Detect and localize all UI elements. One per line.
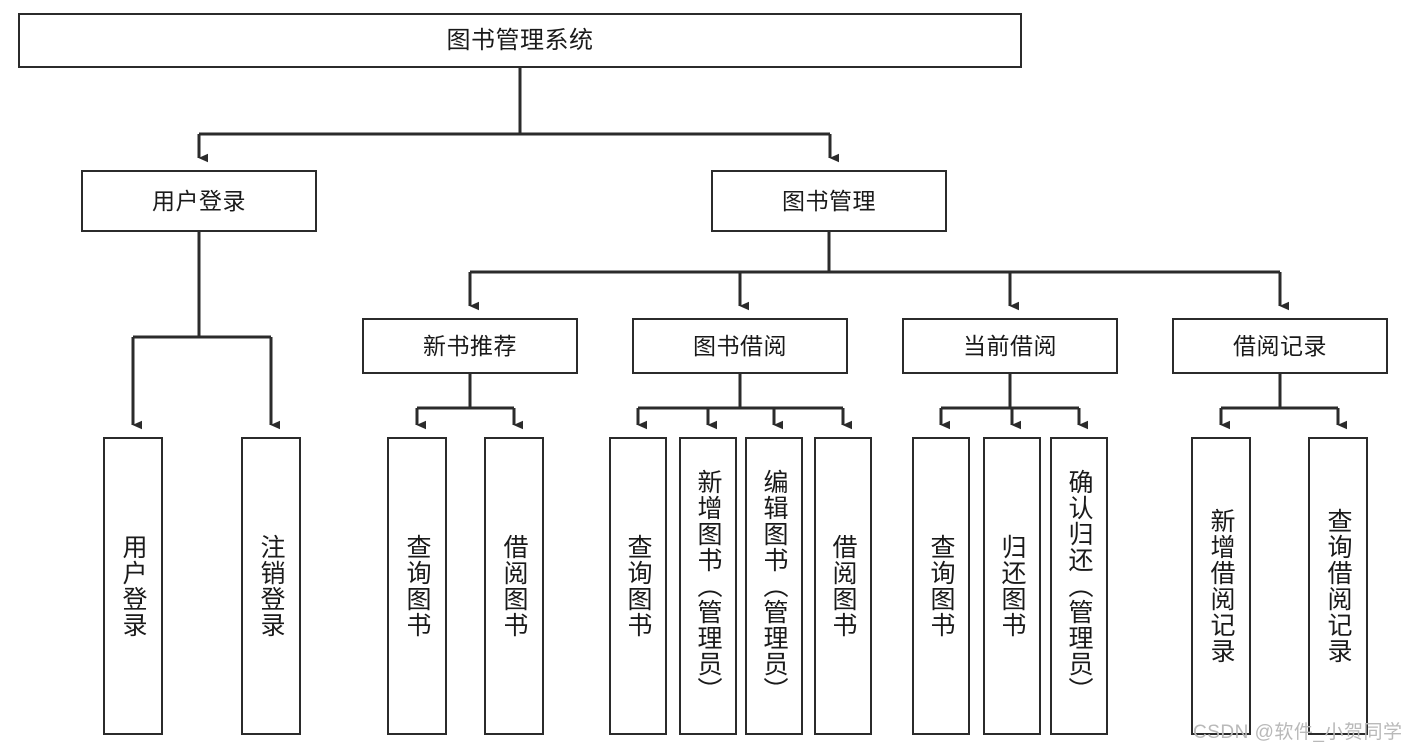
node-label: 图书管理系统 bbox=[446, 26, 594, 54]
node-leaf-query-book-rec[interactable]: 查询图书 bbox=[387, 437, 447, 735]
node-label: 新增借阅记录 bbox=[1207, 508, 1235, 664]
node-label: 用户登录 bbox=[119, 534, 147, 638]
node-label: 借阅图书 bbox=[500, 534, 528, 638]
node-current-borrow[interactable]: 当前借阅 bbox=[902, 318, 1118, 374]
node-new-book-recommend[interactable]: 新书推荐 bbox=[362, 318, 578, 374]
edge-newbook-to-leaves bbox=[415, 374, 523, 430]
node-leaf-add-book-admin[interactable]: 新增图书（管理员） bbox=[679, 437, 737, 735]
node-root-system[interactable]: 图书管理系统 bbox=[18, 13, 1022, 68]
edge-bookmgmt-to-level3 bbox=[468, 232, 1289, 311]
edge-currentborrow-to-leaves bbox=[939, 374, 1088, 430]
node-user-login[interactable]: 用户登录 bbox=[81, 170, 317, 232]
node-label: 借阅记录 bbox=[1233, 332, 1327, 359]
node-label: 当前借阅 bbox=[963, 332, 1057, 359]
node-leaf-edit-book-admin[interactable]: 编辑图书（管理员） bbox=[745, 437, 803, 735]
node-label: 查询借阅记录 bbox=[1324, 508, 1352, 664]
edge-root-to-level2 bbox=[197, 68, 839, 163]
node-book-borrow[interactable]: 图书借阅 bbox=[632, 318, 848, 374]
node-label: 编辑图书（管理员） bbox=[760, 469, 788, 703]
node-label: 确认归还（管理员） bbox=[1065, 469, 1093, 703]
node-label: 用户登录 bbox=[152, 187, 246, 214]
node-label: 归还图书 bbox=[998, 534, 1026, 638]
node-label: 图书借阅 bbox=[693, 332, 787, 359]
node-leaf-query-borrow-record[interactable]: 查询借阅记录 bbox=[1308, 437, 1368, 735]
node-leaf-query-book-current[interactable]: 查询图书 bbox=[912, 437, 970, 735]
edge-borrowrecord-to-leaves bbox=[1219, 374, 1347, 430]
node-book-management[interactable]: 图书管理 bbox=[711, 170, 947, 232]
csdn-watermark: CSDN @软件_小贺同学 bbox=[1193, 722, 1403, 743]
node-leaf-query-book-borrow[interactable]: 查询图书 bbox=[609, 437, 667, 735]
edge-userlogin-to-leaves bbox=[131, 232, 280, 430]
node-leaf-return-book[interactable]: 归还图书 bbox=[983, 437, 1041, 735]
node-label: 借阅图书 bbox=[829, 534, 857, 638]
node-label: 新增图书（管理员） bbox=[694, 469, 722, 703]
node-label: 图书管理 bbox=[782, 187, 876, 214]
node-label: 查询图书 bbox=[927, 534, 955, 638]
node-leaf-borrow-book-rec[interactable]: 借阅图书 bbox=[484, 437, 544, 735]
node-leaf-confirm-return-admin[interactable]: 确认归还（管理员） bbox=[1050, 437, 1108, 735]
node-borrow-record[interactable]: 借阅记录 bbox=[1172, 318, 1388, 374]
node-leaf-add-borrow-record[interactable]: 新增借阅记录 bbox=[1191, 437, 1251, 735]
edge-bookborrow-to-leaves bbox=[636, 374, 852, 430]
node-label: 查询图书 bbox=[624, 534, 652, 638]
node-leaf-user-login[interactable]: 用户登录 bbox=[103, 437, 163, 735]
node-label: 注销登录 bbox=[257, 534, 285, 638]
node-label: 查询图书 bbox=[403, 534, 431, 638]
node-leaf-borrow-book[interactable]: 借阅图书 bbox=[814, 437, 872, 735]
node-leaf-user-logout[interactable]: 注销登录 bbox=[241, 437, 301, 735]
node-label: 新书推荐 bbox=[423, 332, 517, 359]
